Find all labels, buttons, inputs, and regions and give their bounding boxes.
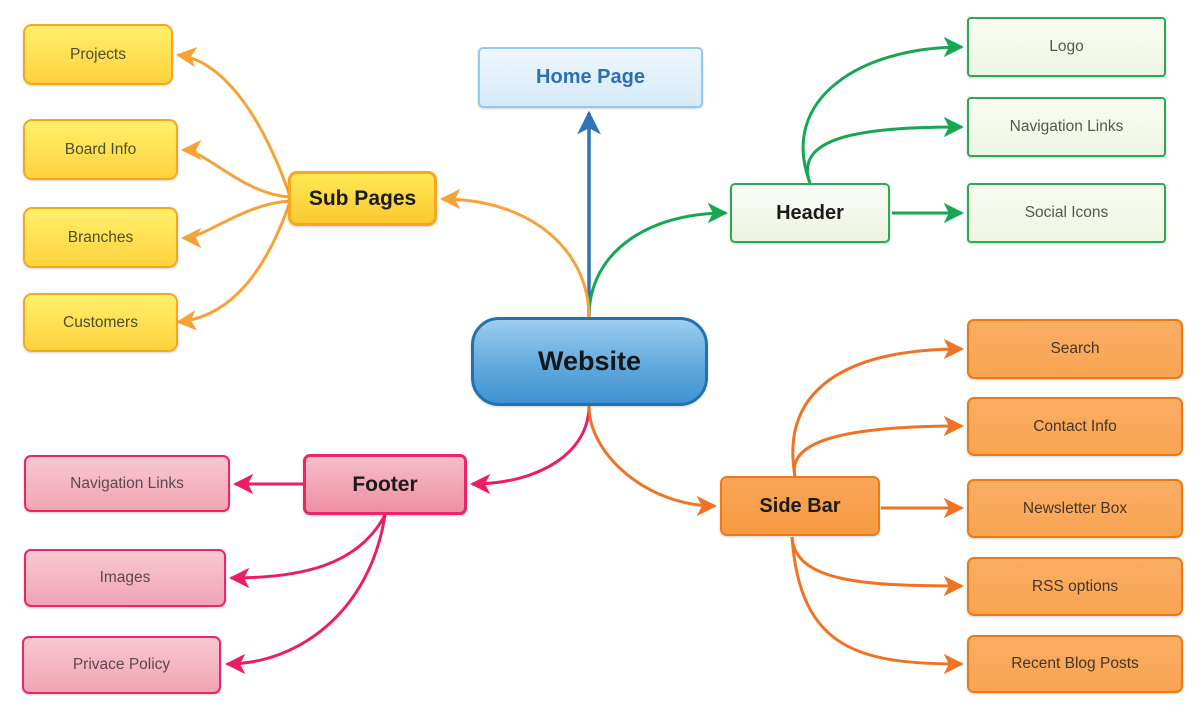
connector-subpages-board-info (180, 139, 291, 199)
connector-sidebar-rss-options (790, 536, 965, 597)
connector-subpages-projects (175, 47, 292, 197)
node-home-page: Home Page (478, 47, 703, 108)
node-newsletter-box: Newsletter Box (967, 479, 1183, 538)
node-navigation-links: Navigation Links (967, 97, 1166, 157)
connector-header-navigation-links (806, 116, 965, 184)
node-customers: Customers (23, 293, 178, 352)
connector-sidebar-recent-blog-posts (790, 536, 965, 675)
node-search: Search (967, 319, 1183, 379)
node-projects: Projects (23, 24, 173, 85)
node-social-icons: Social Icons (967, 183, 1166, 243)
connector-footer-privace-policy (224, 514, 387, 675)
connector-subpages-branches (180, 199, 291, 249)
node-board-info: Board Info (23, 119, 178, 180)
connector-website-subpages (439, 188, 591, 318)
node-images: Images (24, 549, 226, 607)
connector-website-header (587, 202, 729, 318)
node-sub-pages: Sub Pages (288, 171, 437, 226)
node-footer-navigation-links: Navigation Links (24, 455, 230, 512)
node-contact-info: Contact Info (967, 397, 1183, 456)
node-rss-options: RSS options (967, 557, 1183, 616)
node-privace-policy: Privace Policy (22, 636, 221, 694)
node-logo: Logo (967, 17, 1166, 77)
connector-sidebar-contact-info (792, 415, 965, 477)
connector-sidebar-search (791, 338, 965, 477)
node-header: Header (730, 183, 890, 243)
node-side-bar: Side Bar (720, 476, 880, 536)
node-recent-blog-posts: Recent Blog Posts (967, 635, 1183, 693)
node-website: Website (471, 317, 708, 406)
connector-website-sidebar (587, 405, 718, 517)
node-branches: Branches (23, 207, 178, 268)
node-footer: Footer (303, 454, 467, 515)
connector-subpages-customers (175, 201, 292, 331)
connector-header-logo (801, 36, 965, 184)
connector-footer-images (228, 514, 387, 589)
connector-website-footer (469, 405, 591, 495)
